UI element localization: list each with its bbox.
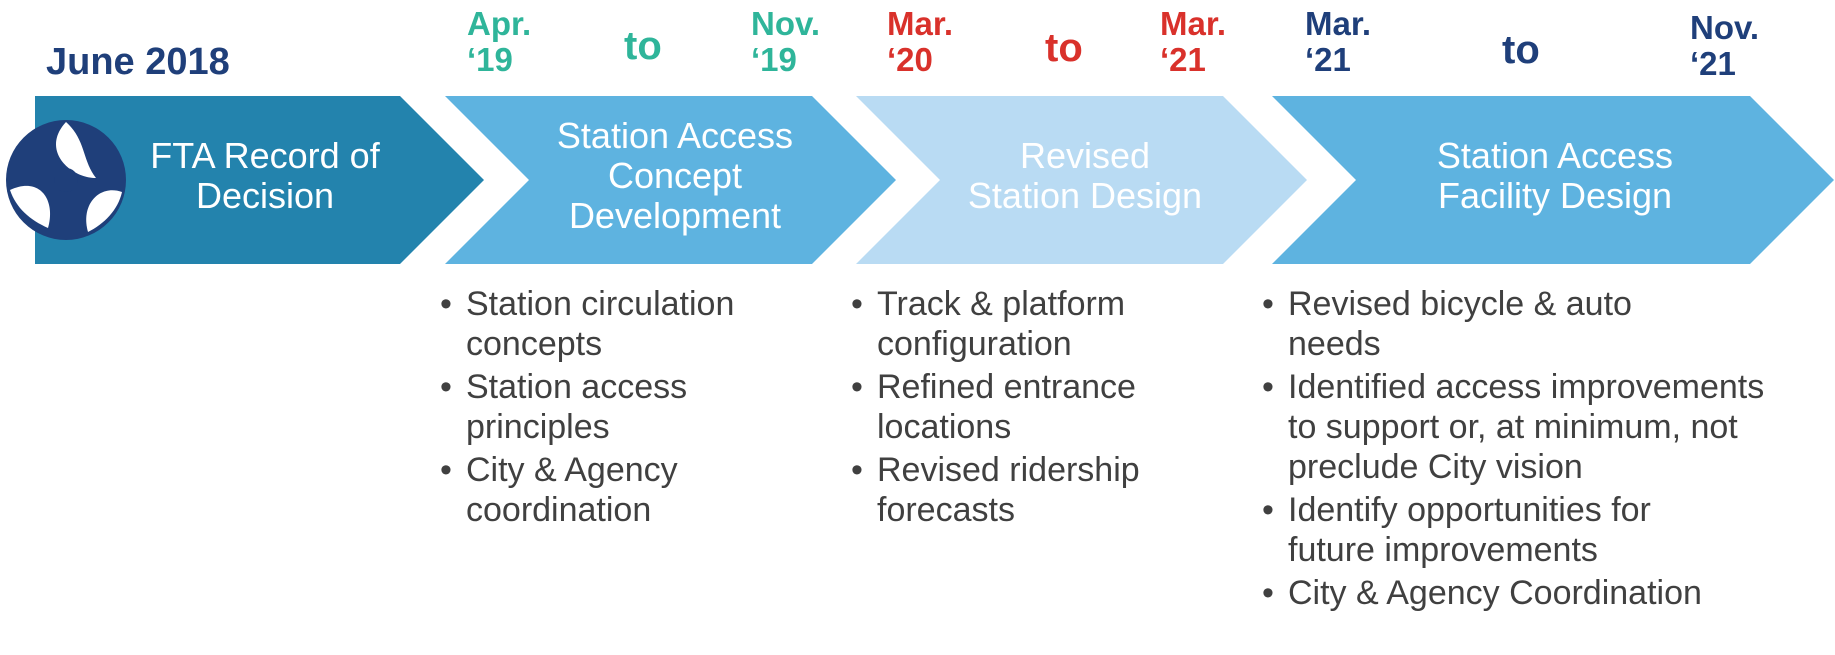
dot-logo-icon [6, 120, 126, 240]
phase-4-label-line: Facility Design [1437, 175, 1673, 216]
phase-2-chevron [445, 96, 896, 264]
phase-3-start-date: Mar. ‘20 [887, 5, 954, 78]
phase-2-label-line: Station Access [556, 115, 794, 156]
phase-3-chevron [856, 96, 1307, 264]
list-item: Station access principles [440, 367, 790, 447]
phase-1-label-line: Decision [195, 175, 335, 216]
list-item: City & Agency coordination [440, 450, 790, 530]
list-item: Track & platform configuration [851, 284, 1191, 364]
phase-2-start-date: Apr. ‘19 [467, 5, 532, 78]
phase-2-to: to [624, 24, 662, 68]
list-item: Identify opportunities for future improv… [1262, 490, 1728, 570]
phase-2-label-line: Concept [607, 155, 743, 196]
phase-1-label: FTA Record of Decision [130, 136, 400, 216]
phase-2-label-line: Development [568, 195, 782, 236]
phase-1-chevron [35, 96, 484, 264]
phase-2-label: Station Access Concept Development [520, 116, 830, 236]
list-item: Station circulation concepts [440, 284, 790, 364]
list-item: Revised ridership forecasts [851, 450, 1191, 530]
phase-4-start-date: Mar. ‘21 [1305, 5, 1372, 78]
phase-2-end-date: Nov. ‘19 [751, 5, 821, 78]
phase-3-label: Revised Station Design [935, 136, 1235, 216]
list-item: Revised bicycle & auto needs [1262, 284, 1708, 364]
list-item: City & Agency Coordination [1262, 573, 1782, 613]
phase-4-end-date: Nov. ‘21 [1690, 9, 1760, 82]
phase-3-label-line: Revised [1019, 135, 1151, 176]
phase-4-bullet-list: Revised bicycle & auto needs Identified … [1262, 284, 1782, 616]
phase-4-chevron [1272, 96, 1834, 264]
phase-1-label-line: FTA Record of [150, 135, 380, 176]
phase-4-label-line: Station Access [1436, 135, 1674, 176]
phase-3-label-line: Station Design [967, 175, 1203, 216]
phase-3-end-date: Mar. ‘21 [1160, 5, 1227, 78]
list-item: Identified access improvements to suppor… [1262, 367, 1788, 487]
phase-4-to: to [1502, 28, 1540, 72]
phase-1-date: June 2018 [46, 41, 230, 83]
phase-3-to: to [1045, 26, 1083, 70]
phase-4-label: Station Access Facility Design [1395, 136, 1715, 216]
phase-2-bullet-list: Station circulation concepts Station acc… [440, 284, 790, 533]
phase-3-bullet-list: Track & platform configuration Refined e… [851, 284, 1191, 533]
list-item: Refined entrance locations [851, 367, 1191, 447]
